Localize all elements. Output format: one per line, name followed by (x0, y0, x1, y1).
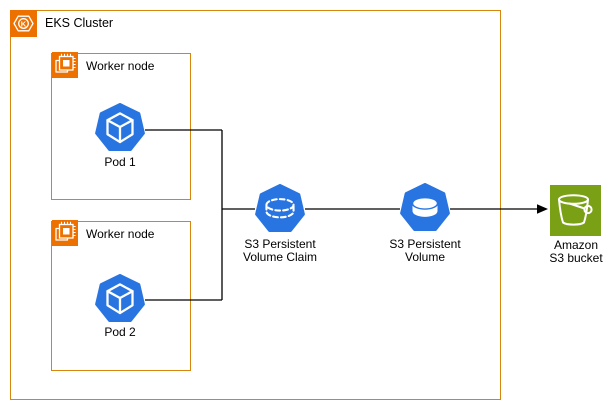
eks-icon: K (10, 10, 37, 37)
arrow-head-icon (537, 204, 548, 214)
s3-bucket-label-line2: S3 bucket (549, 251, 603, 265)
eks-cluster-box (10, 10, 501, 400)
s3-bucket-icon (550, 185, 601, 236)
pvc-label-line1: S3 Persistent (244, 237, 316, 251)
svg-text:K: K (21, 20, 27, 29)
worker-node-1-label: Worker node (86, 59, 155, 73)
pod-icon (95, 274, 145, 323)
pod-1-label: Pod 1 (104, 155, 136, 169)
persistent-volume-icon (400, 183, 450, 232)
pvc-label: S3 Persistent Volume Claim (230, 238, 330, 264)
worker-node-box-1 (51, 53, 191, 200)
worker-node-2-label: Worker node (86, 227, 155, 241)
worker-node-chip-icon (52, 52, 78, 78)
worker-node-box-2 (51, 221, 191, 371)
pv-label-line1: S3 Persistent (389, 237, 461, 251)
eks-cluster-label: EKS Cluster (45, 16, 114, 30)
pod-icon (95, 103, 145, 152)
persistent-volume-claim-icon (255, 184, 305, 233)
pv-label-line2: Volume (404, 250, 446, 264)
pv-label: S3 Persistent Volume (375, 238, 475, 264)
pvc-label-line2: Volume Claim (242, 250, 318, 264)
s3-bucket-label-line1: Amazon (553, 238, 599, 252)
worker-node-chip-icon (52, 220, 78, 246)
s3-bucket-label: Amazon S3 bucket (541, 239, 611, 265)
pod-2-label: Pod 2 (104, 325, 136, 339)
